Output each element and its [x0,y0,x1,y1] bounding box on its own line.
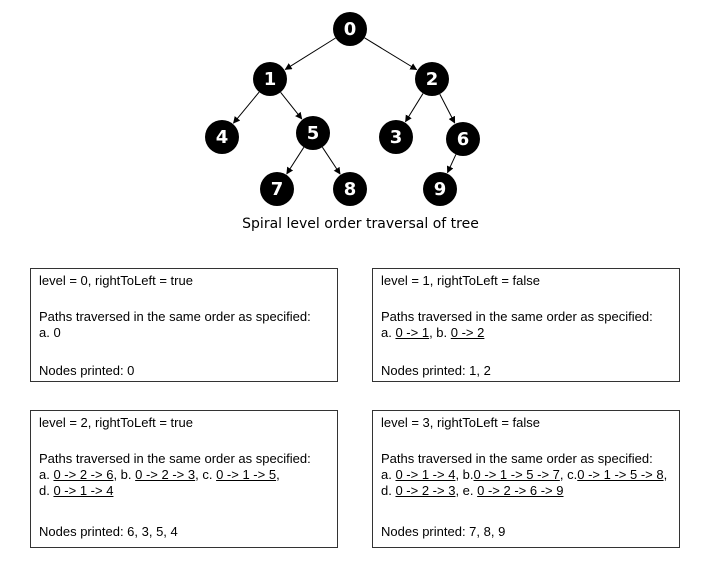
path-prefix: a. [381,325,396,340]
path-e: 0 -> 2 -> 6 -> 9 [477,483,564,498]
tree-node-7: 7 [260,172,294,206]
paths-title: Paths traversed in the same order as spe… [381,451,653,466]
path-prefix: , b. [113,467,136,482]
path-d: 0 -> 2 -> 3 [395,483,456,498]
path-prefix: a. [39,467,54,482]
paths-list: a. 0 -> 1, b. 0 -> 2 [381,325,675,341]
path-prefix: , c. [195,467,217,482]
path-prefix: d. [381,483,396,498]
tree-node-4: 4 [205,120,239,154]
nodes-printed: Nodes printed: 7, 8, 9 [381,524,506,539]
paths-title: Paths traversed in the same order as spe… [381,309,653,324]
node-label: 7 [271,179,284,200]
paths-list: a. 0 [39,325,61,340]
edge-6-9 [446,154,457,174]
node-circle [423,172,457,206]
paths-list: a. 0 -> 1 -> 4, b.0 -> 1 -> 5 -> 7, c.0 … [381,467,675,483]
path-prefix: , e. [455,483,478,498]
level-1-panel: level = 1, rightToLeft = false Paths tra… [372,268,680,382]
path-b: 0 -> 2 [450,325,485,340]
tree-node-0: 0 [333,12,367,46]
node-circle [379,120,413,154]
tree-node-2: 2 [415,62,449,96]
node-label: 3 [390,127,403,148]
path-suffix: , [663,467,668,482]
path-b: 0 -> 2 -> 3 [135,467,196,482]
nodes-printed: Nodes printed: 1, 2 [381,363,491,378]
level-2-panel: level = 2, rightToLeft = true Paths trav… [30,410,338,548]
tree-node-8: 8 [333,172,367,206]
tree-edges [233,37,457,175]
tree-node-5: 5 [296,116,330,150]
node-label: 4 [216,127,229,148]
edge-2-6 [439,93,456,124]
path-c: 0 -> 1 -> 5 [216,467,277,482]
path-d: 0 -> 1 -> 4 [53,483,114,498]
binary-tree-diagram: 0 1 2 4 5 3 6 7 8 9 [205,12,480,206]
paths-list-cont: d. 0 -> 1 -> 4 [39,483,333,499]
node-label: 2 [426,69,439,90]
paths-title: Paths traversed in the same order as spe… [39,451,311,466]
level-0-panel: level = 0, rightToLeft = true Paths trav… [30,268,338,382]
nodes-printed: Nodes printed: 0 [39,363,135,378]
edge-1-5 [280,91,303,120]
node-circle [333,172,367,206]
node-label: 8 [344,179,357,200]
node-circle [260,172,294,206]
level-3-panel: level = 3, rightToLeft = false Paths tra… [372,410,680,548]
node-label: 1 [264,69,277,90]
tree-node-3: 3 [379,120,413,154]
path-prefix: d. [39,483,54,498]
path-prefix: , b. [455,467,474,482]
node-label: 9 [434,179,447,200]
node-label: 6 [457,129,470,150]
path-a: 0 -> 2 -> 6 [53,467,114,482]
node-circle [296,116,330,150]
node-circle [333,12,367,46]
path-a: 0 -> 1 [395,325,430,340]
edge-0-1 [284,37,336,70]
nodes-printed: Nodes printed: 6, 3, 5, 4 [39,524,178,539]
path-c: 0 -> 1 -> 5 -> 8 [577,467,664,482]
node-circle [446,122,480,156]
diagram-caption: Spiral level order traversal of tree [242,216,479,232]
panel-header: level = 2, rightToLeft = true [39,415,193,430]
tree-node-1: 1 [253,62,287,96]
edge-5-8 [321,146,341,175]
tree-node-6: 6 [446,122,480,156]
edge-5-7 [286,147,305,175]
panel-header: level = 1, rightToLeft = false [381,273,540,288]
path-prefix: , b. [429,325,451,340]
paths-list: a. 0 -> 2 -> 6, b. 0 -> 2 -> 3, c. 0 -> … [39,467,333,483]
node-label: 5 [307,123,320,144]
path-suffix: , [276,467,280,482]
paths-title: Paths traversed in the same order as spe… [39,309,311,324]
tree-nodes: 0 1 2 4 5 3 6 7 8 9 [205,12,480,206]
path-a: 0 -> 1 -> 4 [395,467,456,482]
node-label: 0 [344,19,357,40]
panel-header: level = 0, rightToLeft = true [39,273,193,288]
path-prefix: a. [381,467,396,482]
node-circle [253,62,287,96]
edge-1-4 [233,91,260,124]
tree-node-9: 9 [423,172,457,206]
edge-2-3 [405,93,424,123]
node-circle [205,120,239,154]
panel-header: level = 3, rightToLeft = false [381,415,540,430]
paths-list-cont: d. 0 -> 2 -> 3, e. 0 -> 2 -> 6 -> 9 [381,483,675,499]
node-circle [415,62,449,96]
edge-0-2 [364,37,418,71]
path-b: 0 -> 1 -> 5 -> 7 [473,467,560,482]
path-prefix: , c. [559,467,578,482]
